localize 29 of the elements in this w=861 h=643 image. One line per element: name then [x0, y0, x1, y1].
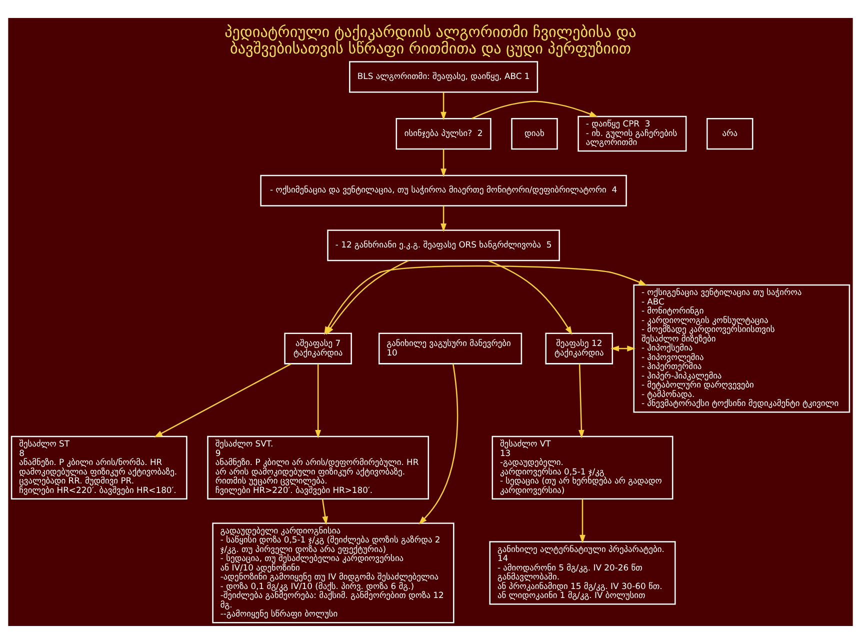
arrow: [488, 260, 572, 334]
node-box: - დაიწყე CPR 3 - იხ. გულის გაჩერების ალგორითმი: [578, 115, 687, 152]
node-box: შესაძლო ST 8 ანამნეზი. P კბილი არის/ნორმა. HR დამოკიდებულია ფიზიკურ აქტივობაზე. ცვალებადი RR. მუდმივი PR. ჩვილები HR<220′. ბავშვები HR<180′.: [10, 435, 188, 499]
node-box: - ოქსიგენაცია ვენტილაცია თუ საჭიროა - ABC - მონიტორინგი - კარდიოლოგის კონსულტაცია - მოემზადე კარდიოვერსიისთვის შესაძლო მიზეზები - ჰიპოქსემია - ჰიპოვოლემია - ჰიპერთერმია - ჰიპერ-ჰიპკალემია - მეტაბოლური დარღვევები - ტამპონადა. - პნევმატორაქსი ტოქსინი მედიკამენტი ტკივილი: [633, 284, 850, 412]
arrow: [418, 363, 458, 524]
arrow: [440, 92, 446, 120]
arrow: [315, 363, 322, 438]
arrow: [322, 498, 328, 524]
node-box: შესაძლო SVT. 9 ანამნეზი. P კბილი არ არის/დეფორმირებული. HR არ არის დამოკიდებული ფიზიკურ აქტივობაზე. რითმის უეცარი ცვლილება. ჩვილები HR>220′. ბავშვები HR>180′.: [207, 435, 430, 499]
node-box: - 12 განხრიანი ე.კ.გ. შეაფასე ORS ხანგრძლივობა 5: [327, 229, 560, 261]
node-box: - ოქსიმენაცია და ვენტილაცია, თუ საჭიროა მიაერთე მონიტორი/დეფიბრილატორი 4: [260, 174, 627, 206]
arrow: [440, 205, 446, 232]
node-box: განიხილე ალტერნატიული პრეპარატები. 14 - ამიოდარონი 5 მგ/კგ. IV 20-26 წთ განმავლობაში. ან პროკაინამიდი 15 მგ/კგ. IV 30-60 წთ. ან ლიდოკაინი 1 მგ/კგ. IV ბოლუსით: [489, 540, 676, 604]
node-box: შეაფასე 12 ტაქიკარდია: [545, 332, 614, 364]
node-box: BLS ალგორითმი: შეაფასე, დაიწყე, ABC 1: [349, 60, 538, 92]
arrow: [580, 498, 586, 543]
node-box: ისინჯება პულსი? 2: [396, 118, 492, 150]
node-box: არა: [706, 118, 754, 150]
node-box: დიახ: [511, 118, 558, 150]
arrow: [440, 148, 446, 177]
arrow: [154, 362, 292, 437]
arrow: [471, 100, 598, 119]
diagram-title: პედიატრიული ტაქიკარდიის ალგორითმი ჩვილებისა და ბავშვებისათვის სწრაფი რითმითა და ცუდი პერფუზიით: [224, 22, 636, 58]
node-box: განიხილე ვაგუსური მანევრები 10: [378, 332, 522, 364]
arrow: [610, 345, 636, 351]
node-box: გადაუდებელი კარდიოგნისია - საწყისი დოზა 0,5-1 ჯ/კგ (შეიძლება დოზის გაზრდა 2 ჯ/კგ. თუ პირველი დოზა არა ეფექტურია) - სედაცია, თუ შესაძლებელია კარდიოვერსია ან IV/10 ადენოზინი -ადენოზინი გამოიყენე თუ IV მიდგომა შესაძლებელია - დოზა 0,1 მგ/კგ IV/10 (მაქს. პირვ. დოზა 6 მგ.) -შეიძლება განმეორება: მაქსიმ. განმეორებით დოზა 12 მგ. --გამოიყენე სწრაფი ბოლუსი: [212, 522, 454, 623]
node-box: აშეაფასე 7 ტაქიკარდია: [284, 332, 352, 364]
arrow: [578, 363, 584, 438]
node-box: შესაძლო VT 13 -გადაუდებელი. კარდიოვერსია 0,5-1 ჯ/კგ - სედაცია (თუ არ ხერხდება არ გადადო კარდიოვერსია): [492, 435, 674, 499]
